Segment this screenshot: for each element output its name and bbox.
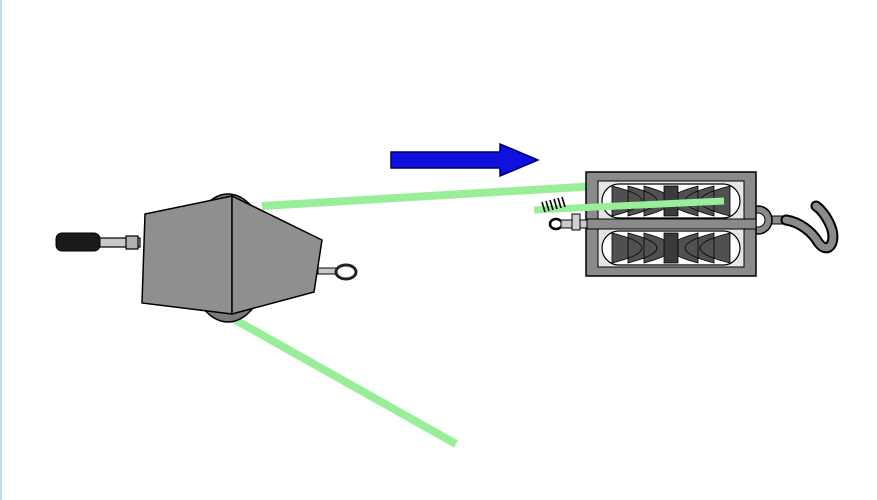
winch-shaft-collar (125, 235, 139, 250)
rope-upper-segment (261, 182, 599, 210)
winch-front-face (231, 194, 323, 315)
left-border-strip (0, 0, 2, 500)
pulley-sheave-bottom (601, 230, 741, 266)
pulley-becket (548, 213, 588, 231)
pulley-frame-divider (585, 218, 757, 230)
winch-eye-bolt-ring (334, 263, 358, 281)
right-arrow-icon (390, 142, 540, 178)
hook-icon (743, 200, 839, 254)
rope-lower-segment (230, 314, 458, 448)
pulley-block (533, 171, 839, 277)
winch-block (55, 193, 358, 323)
rope-end-coil (541, 196, 566, 213)
winch-rear-face (141, 195, 233, 315)
rope-inside-block (533, 197, 725, 214)
winch-handle (55, 232, 101, 252)
